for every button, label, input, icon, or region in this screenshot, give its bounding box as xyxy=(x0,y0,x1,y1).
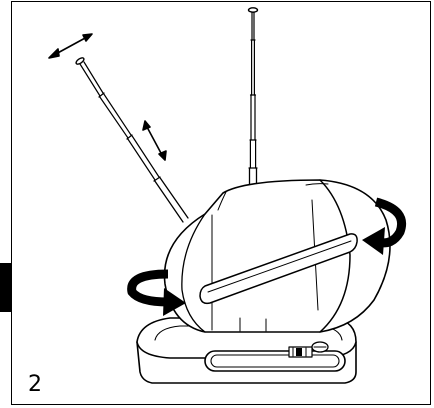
antenna-base xyxy=(136,317,357,384)
rotate-arrow-icon xyxy=(362,197,406,255)
tuning-knob xyxy=(311,341,329,353)
vertical-antenna-rod xyxy=(247,7,259,199)
angled-antenna-rod xyxy=(75,57,189,223)
antenna-head xyxy=(163,179,391,333)
double-arrow-icon xyxy=(48,33,93,59)
figure-number: 2 xyxy=(28,372,42,397)
front-slot xyxy=(199,233,358,305)
channel-switch xyxy=(288,346,313,358)
section-tab xyxy=(0,263,11,312)
rotate-arrow-icon xyxy=(127,269,186,316)
figure-panel xyxy=(11,1,431,405)
double-arrow-icon xyxy=(142,120,167,161)
